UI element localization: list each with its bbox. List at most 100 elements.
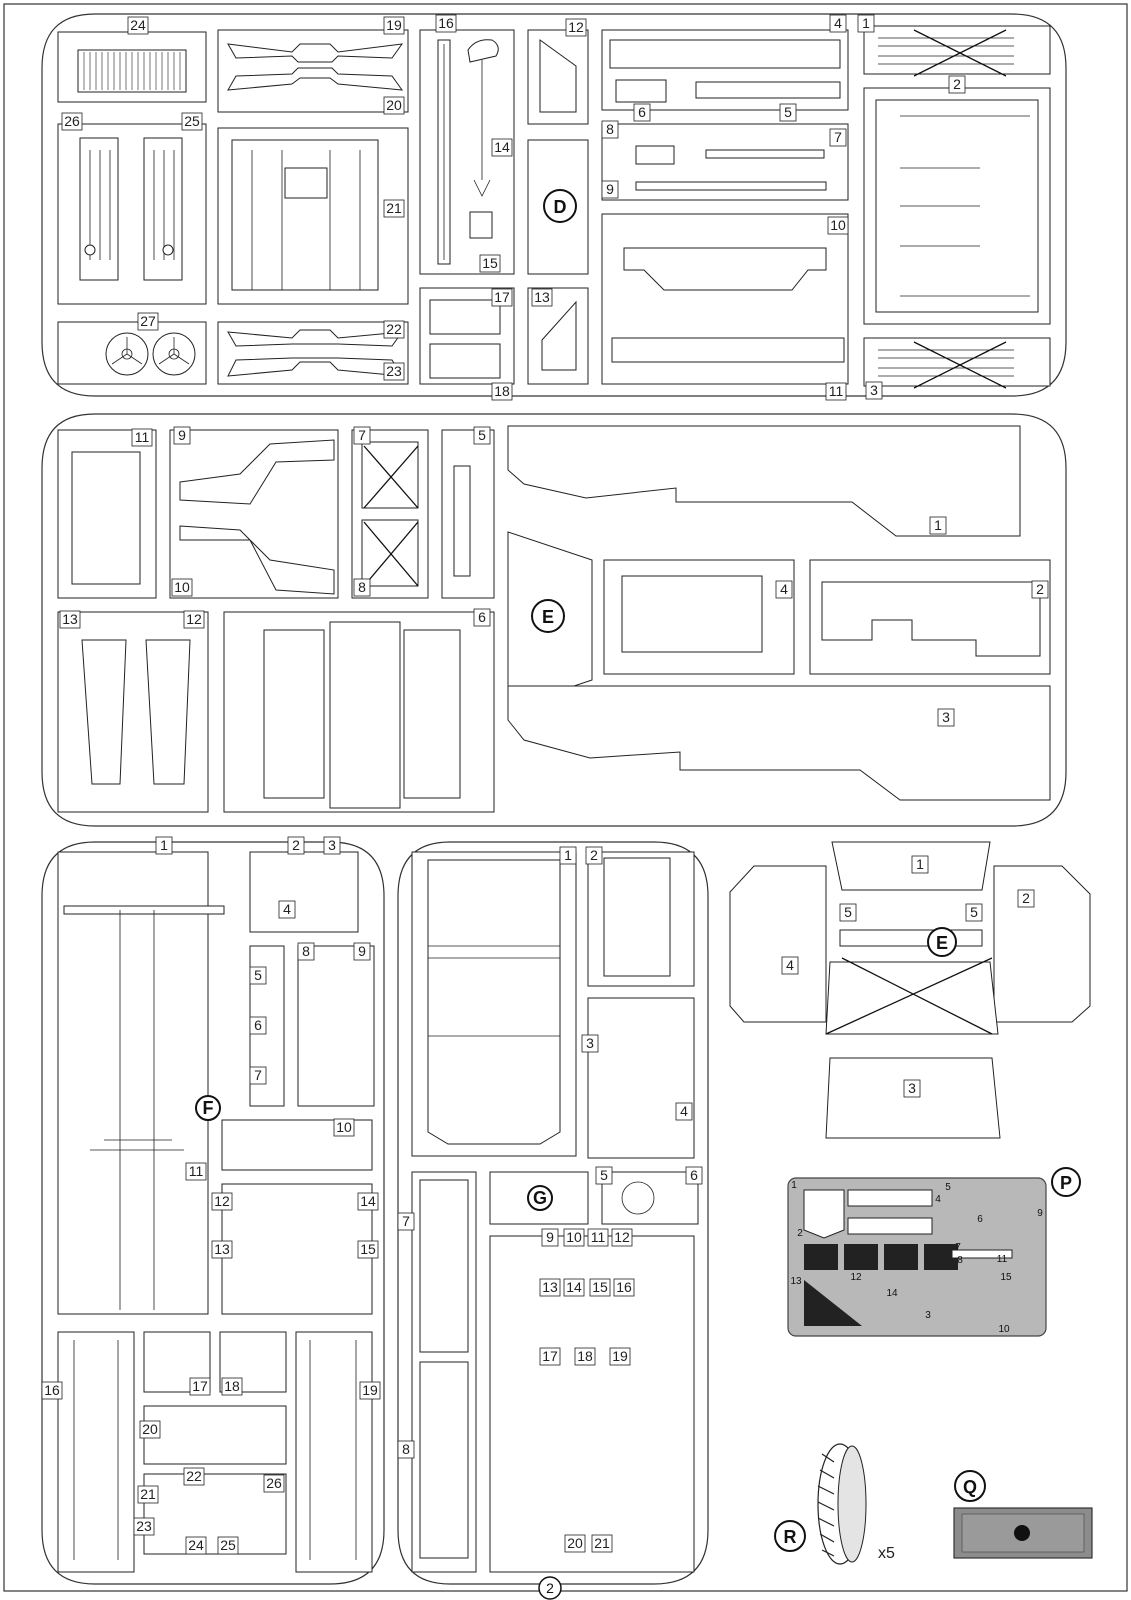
part-number: 27 [140,313,156,329]
part-number: 9 [358,943,366,959]
part-number-box [353,942,371,961]
part-number: 12 [850,1272,862,1283]
part-number-box [825,382,847,401]
part-number: 2 [1036,581,1044,597]
part-number: 19 [362,1382,378,1398]
sprue-g-letter: G [533,1188,547,1208]
part-number-box [591,1534,613,1553]
part-number-box [574,1347,596,1366]
part-number: 25 [220,1537,236,1553]
part-number-box [397,1440,415,1459]
part-number: 19 [612,1348,628,1364]
part-number: 1 [862,15,870,31]
part-number: 8 [606,121,614,137]
part-number: 5 [478,427,486,443]
part-number-box [383,16,405,35]
part-number-box [827,216,849,235]
part-number-box [829,14,847,33]
part-number: 17 [494,289,510,305]
part-number-box [559,846,577,865]
part-number-box [531,288,553,307]
part-number-box [173,426,191,445]
mesh-letter-badge [954,1470,986,1502]
part-number-box [383,96,405,115]
part-number-box [965,903,983,922]
part-number-box [357,1240,379,1259]
part-number-box [903,1079,921,1098]
part-number-box [397,1212,415,1231]
part-number-box [539,1347,561,1366]
part-number: 4 [780,581,788,597]
part-number-box [383,362,405,381]
part-number-box [473,426,491,445]
sprue-d-letter: D [554,197,567,217]
sprue-f-letter: F [203,1098,214,1118]
part-number-box [155,836,173,855]
part-number: 23 [136,1518,152,1534]
part-number-box [357,1192,379,1211]
part-number-box [189,1377,211,1396]
part-number: 9 [546,1229,554,1245]
part-number: 2 [953,76,961,92]
part-number-box [1031,580,1049,599]
part-number: 25 [184,113,200,129]
part-number-box [609,1347,631,1366]
part-number-box [601,120,619,139]
part-number: 10 [998,1324,1010,1335]
part-number-box [563,1228,585,1247]
part-number: 3 [328,837,336,853]
part-number: 26 [266,1475,282,1491]
part-number: 18 [224,1378,240,1394]
part-number: 9 [1037,1208,1043,1219]
part-number: 2 [590,847,598,863]
part-number: 17 [542,1348,558,1364]
part-number-box [829,128,847,147]
part-number-box [323,836,341,855]
part-number: 3 [870,382,878,398]
part-number-box [564,1534,586,1553]
part-number: 1 [160,837,168,853]
part-number-box [61,112,83,131]
part-number-box [185,1162,207,1181]
part-number: 16 [616,1279,632,1295]
page-number-text: 2 [546,1580,554,1596]
part-number: 8 [358,579,366,595]
sprue-f-letter-badge [195,1095,221,1121]
part-number: 1 [791,1180,797,1191]
part-number: 17 [192,1378,208,1394]
part-number-box [929,516,947,535]
part-number: 8 [957,1255,963,1266]
part-number-box [263,1474,285,1493]
part-number: 5 [254,967,262,983]
part-number: 13 [534,289,550,305]
part-number-box [948,75,966,94]
part-number-box [539,1278,561,1297]
part-number: 1 [934,517,942,533]
part-number-box [775,580,793,599]
part-number-box [278,900,296,919]
part-number: 18 [494,383,510,399]
part-number: 15 [1000,1272,1012,1283]
part-number: 5 [844,904,852,920]
part-number: 4 [786,957,794,973]
part-number: 5 [784,104,792,120]
part-number-box [839,903,857,922]
part-number: 6 [254,1017,262,1033]
part-number: 7 [358,427,366,443]
clear-sprue-letter: E [936,933,948,953]
part-number: 11 [189,1163,204,1179]
part-number-box [353,578,371,597]
part-number: 14 [566,1279,582,1295]
part-number-box [297,942,315,961]
part-number-box [171,578,193,597]
part-number-box [211,1240,233,1259]
part-number-box [781,956,799,975]
part-number-box [865,381,883,400]
part-number: 14 [360,1193,376,1209]
part-number-box [383,199,405,218]
part-number: 5 [970,904,978,920]
part-number-box [491,382,513,401]
part-number: 11 [135,429,150,445]
tire-letter: R [784,1527,797,1547]
